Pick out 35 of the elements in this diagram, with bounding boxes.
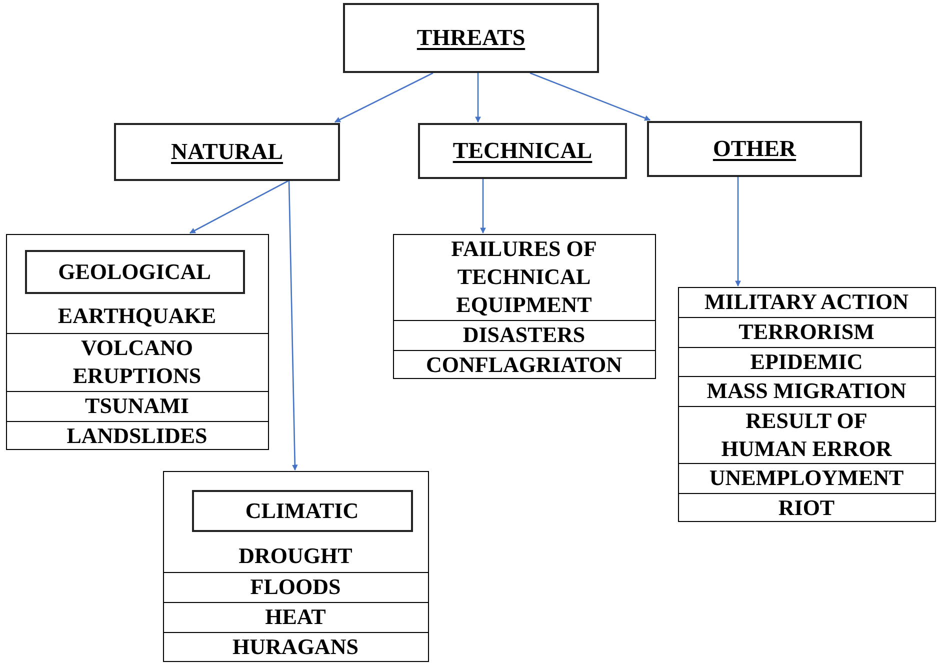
table-row: DROUGHT (162, 540, 428, 572)
table-frame (678, 287, 936, 522)
arrow (480, 179, 486, 234)
category-box: OTHER (647, 121, 862, 177)
table-frame (393, 234, 656, 379)
table-row: CONFLAGRIATON (392, 350, 656, 378)
table-row: UNEMPLOYMENT (678, 462, 936, 492)
arrow (334, 72, 434, 123)
table-row: MILITARY ACTION (678, 286, 936, 316)
table-frame (163, 471, 429, 662)
category-box: TECHNICAL (418, 123, 627, 179)
table-row: TSUNAMI (6, 390, 268, 420)
arrow (530, 72, 651, 121)
table-row: RIOT (678, 492, 936, 522)
arrow (189, 180, 288, 234)
arrow (475, 73, 481, 123)
table-row: HEAT (162, 602, 428, 632)
table-row: EPIDEMIC (678, 346, 936, 376)
category-box: NATURAL (114, 123, 340, 181)
table-row: FAILURES OF TECHNICAL EQUIPMENT (392, 234, 656, 320)
table-row: TERRORISM (678, 316, 936, 346)
table-row: HURAGANS (162, 632, 428, 662)
table-row: MASS MIGRATION (678, 376, 936, 406)
arrow (288, 180, 298, 471)
table-row: VOLCANO ERUPTIONS (6, 332, 268, 390)
arrow (735, 177, 741, 287)
table-row: EARTHQUAKE (6, 300, 268, 332)
table-row: FLOODS (162, 572, 428, 602)
category-box: THREATS (343, 3, 599, 73)
table-row: DISASTERS (392, 320, 656, 350)
table-row: RESULT OF HUMAN ERROR (678, 406, 936, 462)
table-frame (6, 234, 269, 450)
group-heading-box: GEOLOGICAL (24, 250, 244, 294)
table-row: LANDSLIDES (6, 420, 268, 450)
group-heading-box: CLIMATIC (192, 490, 412, 532)
